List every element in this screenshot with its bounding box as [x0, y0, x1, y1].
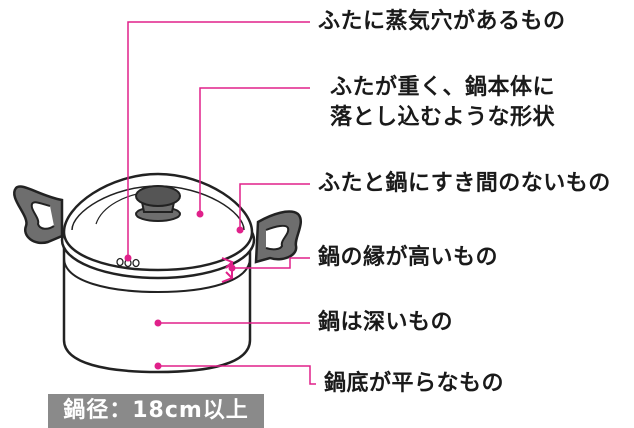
callout-no-gap: [239, 183, 310, 230]
callout-lid-heavy: [199, 87, 310, 214]
label-high-rim: 鍋の縁が高いもの: [318, 245, 499, 270]
lid-knob-icon: [135, 185, 181, 222]
label-flat-bottom: 鍋底が平らなもの: [324, 371, 505, 396]
right-handle: [254, 210, 303, 264]
callout-flat-bottom: [158, 365, 316, 385]
label-no-gap: ふたと鍋にすき間のないもの: [318, 171, 611, 196]
rim-height-marker: [221, 257, 234, 283]
callout-dots: [124, 210, 244, 370]
label-deep: 鍋は深いもの: [318, 310, 454, 335]
left-handle: [13, 185, 64, 245]
label-lid-heavy-line1: ふたが重く、鍋本体に: [330, 75, 556, 100]
callout-lid-vent: [127, 21, 310, 258]
label-lid-vent: ふたに蒸気穴があるもの: [318, 9, 566, 34]
label-lid-heavy-line2: 落とし込むような形状: [330, 105, 556, 130]
steam-vent-holes-icon: [116, 257, 140, 268]
callout-lines: [127, 21, 316, 385]
pot-size-badge: 鍋径：18cm以上: [48, 394, 264, 428]
callout-high-rim: [232, 257, 310, 269]
